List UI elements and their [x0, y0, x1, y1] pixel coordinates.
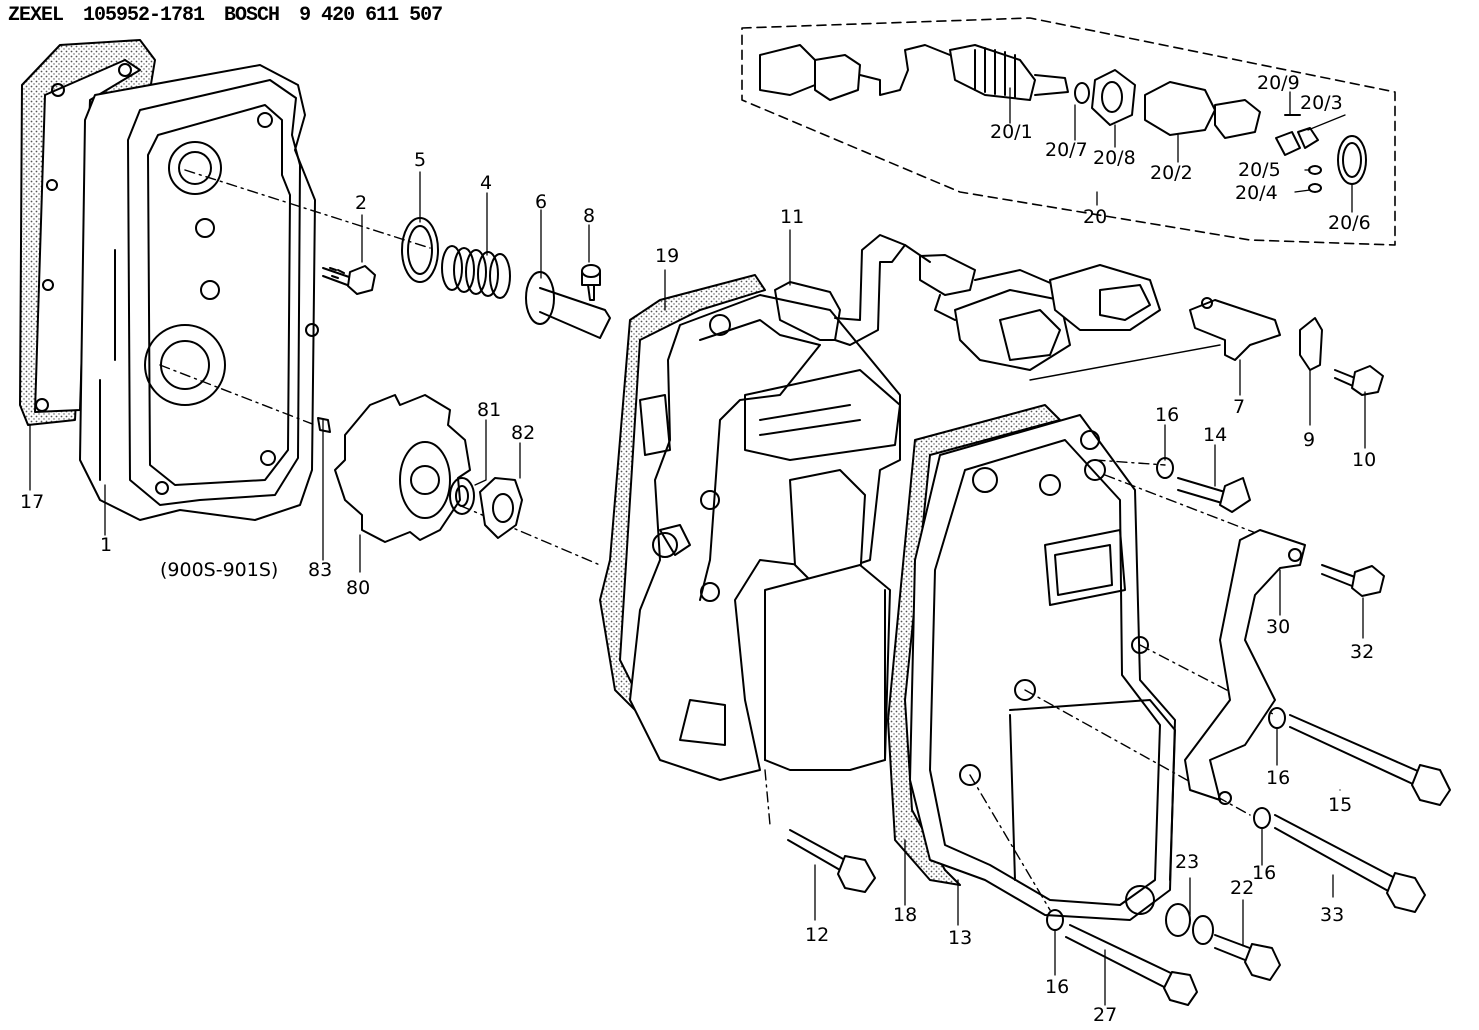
callout-18: 18 — [893, 904, 918, 926]
diagram-header: ZEXEL 105952-1781 BOSCH 9 420 611 507 — [8, 4, 443, 34]
callout-1: 1 — [100, 534, 113, 556]
bracket-7 — [1189, 297, 1281, 361]
callout-4: 4 — [480, 172, 493, 194]
callout-2: 2 — [355, 192, 368, 214]
key-83 — [317, 417, 331, 433]
callout-20-5: 20/5 — [1238, 159, 1281, 181]
part-number-2: 9 420 611 507 — [299, 4, 443, 27]
bolt-2 — [322, 265, 376, 295]
shaft-plate-6 — [525, 271, 611, 339]
callout-20-4: 20/4 — [1235, 182, 1278, 204]
callout-22: 22 — [1230, 877, 1255, 899]
callout-12: 12 — [805, 924, 830, 946]
nut-82 — [479, 477, 523, 539]
callout-16-lower-right: 16 — [1252, 862, 1277, 884]
washer-81 — [449, 477, 475, 515]
callout-83: 83 — [308, 559, 333, 581]
bolt-14 — [1177, 477, 1251, 513]
callout-10: 10 — [1352, 449, 1377, 471]
callout-20-9: 20/9 — [1257, 72, 1300, 94]
callout-20-3: 20/3 — [1300, 92, 1343, 114]
callout-16-top: 16 — [1155, 404, 1180, 426]
callout-6: 6 — [535, 191, 548, 213]
connector-harness — [954, 264, 1161, 371]
callout-27: 27 — [1093, 1004, 1118, 1026]
manufacturer-1: ZEXEL — [8, 4, 64, 27]
kit-20-enclosure — [741, 17, 1396, 246]
callout-82: 82 — [511, 422, 536, 444]
callout-20: 20 — [1083, 206, 1108, 228]
callout-15: 15 — [1328, 794, 1353, 816]
bolt-33 — [1274, 814, 1426, 913]
bolt-12 — [787, 829, 876, 893]
screw-10 — [1334, 365, 1384, 396]
callout-7: 7 — [1233, 396, 1246, 418]
callout-8: 8 — [583, 205, 596, 227]
callout-20-6: 20/6 — [1328, 212, 1371, 234]
bolt-32 — [1321, 564, 1385, 597]
bolt-15 — [1289, 714, 1451, 806]
callout-17: 17 — [20, 491, 45, 513]
leader-lines — [29, 87, 1366, 1006]
callout-13: 13 — [948, 927, 973, 949]
callout-20-8: 20/8 — [1093, 147, 1136, 169]
bolt-27 — [1065, 924, 1198, 1006]
callout-80: 80 — [346, 577, 371, 599]
callout-20-2: 20/2 — [1150, 162, 1193, 184]
housing-cover-1 — [79, 64, 319, 521]
toothed-wheel-80 — [334, 394, 471, 543]
main-cover-13 — [909, 414, 1176, 921]
callout-5: 5 — [414, 149, 427, 171]
callout-23: 23 — [1175, 851, 1200, 873]
callout-20-7: 20/7 — [1045, 139, 1088, 161]
callout-16-mid-right: 16 — [1266, 767, 1291, 789]
callout-81: 81 — [477, 399, 502, 421]
bracket-30 — [1184, 529, 1306, 805]
callout-11: 11 — [780, 206, 805, 228]
variant-note-900s: (900S-901S) — [160, 559, 279, 581]
callout-33: 33 — [1320, 904, 1345, 926]
manufacturer-2: BOSCH — [224, 4, 280, 27]
callout-14: 14 — [1203, 424, 1228, 446]
gasket-19 — [599, 274, 766, 721]
actuator-11 — [629, 234, 1056, 781]
callout-9: 9 — [1303, 429, 1316, 451]
retainer-ring-5 — [401, 217, 439, 283]
bolt-22 — [1214, 934, 1281, 981]
spring-4 — [441, 245, 511, 299]
callout-19: 19 — [655, 245, 680, 267]
callout-32: 32 — [1350, 641, 1375, 663]
callout-20-1: 20/1 — [990, 121, 1033, 143]
kit-20-parts — [759, 44, 1367, 193]
clip-9 — [1299, 317, 1323, 371]
screw-8 — [581, 264, 601, 301]
callout-16-bottom: 16 — [1045, 976, 1070, 998]
part-number-1: 105952-1781 — [83, 4, 205, 27]
callout-30: 30 — [1266, 616, 1291, 638]
